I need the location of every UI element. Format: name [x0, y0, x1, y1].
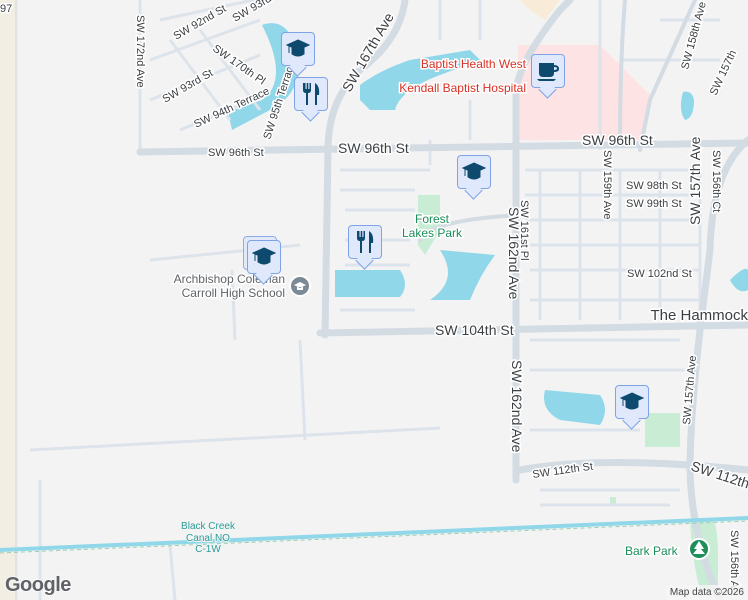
- graduation-cap-icon: [286, 39, 310, 57]
- fork-knife-icon: [303, 83, 320, 105]
- canal-label: Black Creek: [181, 521, 236, 532]
- street-label: SW 156th A: [728, 530, 740, 589]
- graduation-cap-icon: [620, 392, 644, 410]
- forest-lakes-park-area: [418, 195, 440, 255]
- black-creek-canal: [0, 516, 748, 552]
- park-label[interactable]: Forest: [413, 211, 451, 228]
- school-marker[interactable]: [615, 385, 649, 419]
- fork-knife-icon: [357, 231, 374, 253]
- park-area: [645, 413, 680, 447]
- school-marker[interactable]: [247, 240, 281, 274]
- road-sw-96th-st: [136, 139, 748, 156]
- street-label: SW 157th Ave: [687, 136, 703, 225]
- street-label: SW 156th Ct: [710, 150, 722, 212]
- major-roads[interactable]: [136, 0, 748, 600]
- restaurant-marker[interactable]: [294, 77, 328, 111]
- canal-label: Canal NO: [186, 533, 230, 544]
- coffee-cup-icon: [537, 63, 559, 81]
- map-attribution[interactable]: Map data ©2026: [665, 585, 748, 600]
- park-label[interactable]: Bark Park: [624, 543, 681, 560]
- street-label: SW 96th St: [208, 147, 264, 159]
- road-sw-112th-st: [516, 459, 748, 474]
- road-sw-157th-ave: [686, 136, 748, 600]
- google-logo: Google: [5, 574, 71, 596]
- school-label[interactable]: Carroll High School: [180, 285, 286, 302]
- hospital-label[interactable]: Baptist Health West: [419, 56, 528, 73]
- street-label: SW 102nd St: [627, 268, 692, 280]
- street-label: SW 172nd Ave: [134, 15, 146, 88]
- street-label: SW 104th St: [435, 322, 514, 338]
- road-sw-167th-ave: [321, 0, 409, 339]
- street-label: SW 98th St: [626, 180, 682, 192]
- street-label: SW 159th Ave: [601, 150, 613, 220]
- road-sw-104th-st: [316, 321, 748, 337]
- school-marker[interactable]: [457, 155, 491, 189]
- left-land-strip: [0, 0, 18, 600]
- street-label: SW 161st Pl: [518, 200, 530, 261]
- hospital-label[interactable]: Kendall Baptist Hospital: [398, 80, 528, 97]
- street-label: SW 96th St: [338, 140, 409, 156]
- restaurant-marker[interactable]: [348, 225, 382, 259]
- graduation-cap-icon: [252, 247, 276, 265]
- canal-label: C-1W: [195, 544, 221, 555]
- street-label: SW 96th St: [582, 132, 653, 148]
- road-northeast: [512, 0, 574, 94]
- cafe-marker[interactable]: [531, 54, 565, 88]
- route-shield-label: 97: [0, 3, 12, 15]
- street-label: SW 162nd Ave: [509, 360, 525, 453]
- street-label: SW 99th St: [626, 198, 682, 210]
- minor-roads: [29, 0, 720, 600]
- school-marker[interactable]: [281, 32, 315, 66]
- neighborhood-label: The Hammocks: [650, 307, 748, 324]
- graduation-cap-icon: [462, 162, 486, 180]
- park-label[interactable]: Lakes Park: [400, 225, 464, 242]
- street-label: SW 162nd Ave: [506, 207, 522, 300]
